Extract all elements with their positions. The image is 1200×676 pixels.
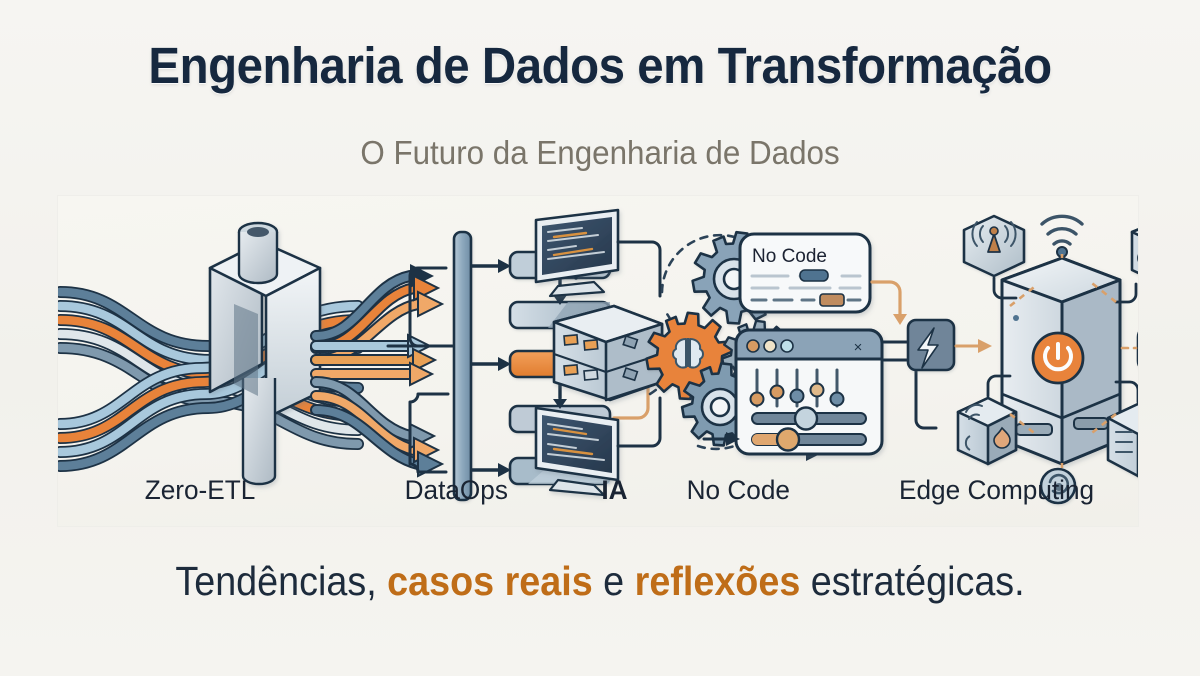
footer-tagline: Tendências, casos reais e reflexões estr… bbox=[48, 558, 1152, 605]
footer-part-3: estratégicas. bbox=[800, 558, 1025, 604]
footer-highlight-1: casos reais bbox=[387, 558, 593, 604]
wifi-icon bbox=[1040, 214, 1084, 246]
label-edge-computing: Edge Computing bbox=[899, 475, 1095, 505]
no-code-card: No Code bbox=[738, 232, 872, 314]
no-code-illustration: No Code bbox=[702, 232, 938, 456]
page-subtitle: O Futuro da Engenharia de Dados bbox=[360, 134, 840, 171]
label-ia: IA bbox=[601, 475, 628, 505]
server-box bbox=[552, 304, 664, 402]
cube-bottom-left bbox=[956, 396, 1018, 466]
edge-device bbox=[1000, 256, 1122, 466]
label-zero-etl: Zero-ETL bbox=[144, 475, 256, 505]
zero-etl-illustration bbox=[58, 221, 445, 486]
label-dataops: DataOps bbox=[404, 475, 508, 505]
slider-window: × bbox=[734, 328, 884, 456]
label-no-code: No Code bbox=[686, 475, 790, 505]
monitor-top bbox=[534, 208, 620, 298]
illustration-panel: No Code bbox=[58, 196, 1138, 526]
illustration-stage: No Code bbox=[58, 196, 1138, 526]
section-labels: Zero-ETL DataOps IA No Code Edge Computi… bbox=[58, 475, 1138, 513]
cycle-badge bbox=[1039, 467, 1077, 505]
footer-highlight-2: reflexões bbox=[634, 558, 801, 604]
page-title: Engenharia de Dados em Transformação bbox=[148, 37, 1052, 94]
edge-computing-illustration bbox=[906, 214, 1138, 505]
monitor-bottom bbox=[534, 406, 620, 497]
window-close-glyph: × bbox=[854, 339, 863, 356]
footer-part-2: e bbox=[592, 558, 635, 604]
footer-part-1: Tendências, bbox=[175, 558, 388, 604]
dataops-illustration bbox=[386, 208, 683, 502]
antenna-hex bbox=[962, 214, 1026, 278]
cube-top-right bbox=[1130, 228, 1138, 275]
pipe-coupler bbox=[208, 221, 322, 486]
cube-bottom-right bbox=[1106, 402, 1138, 478]
no-code-card-label: No Code bbox=[752, 246, 827, 267]
lightning-badge bbox=[906, 318, 956, 372]
